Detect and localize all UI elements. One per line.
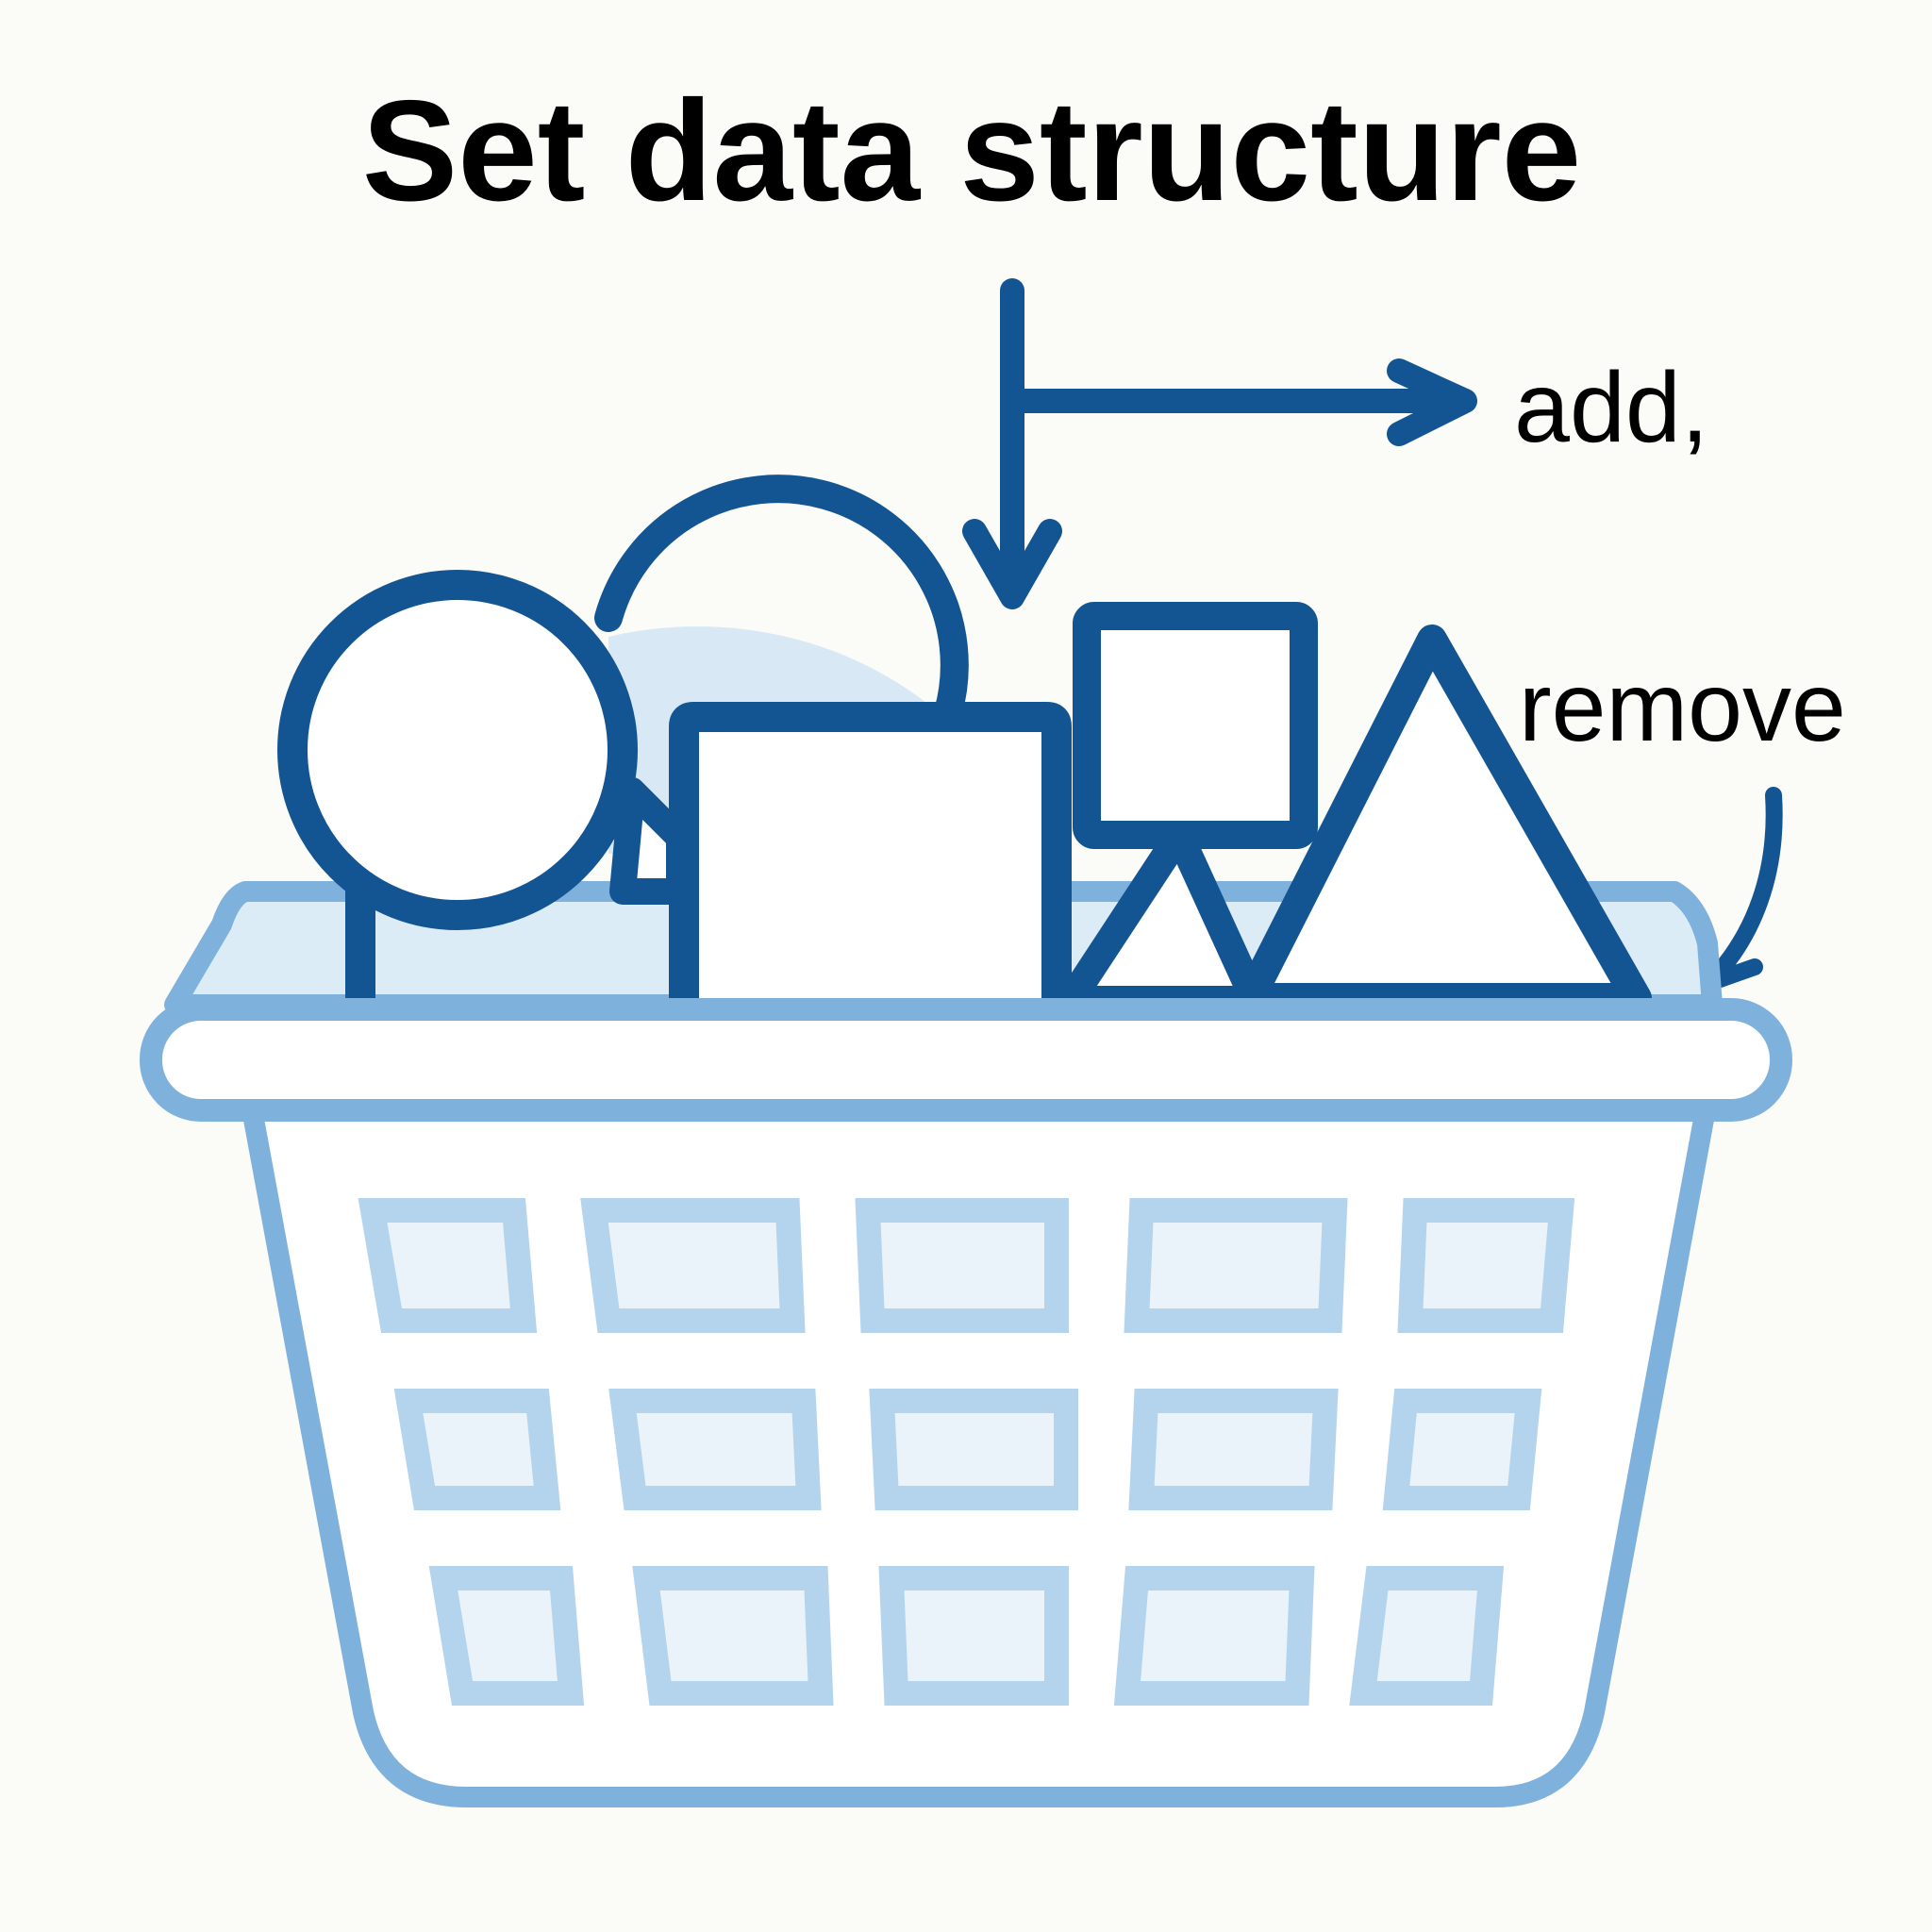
basket-icon [140,998,1792,1807]
add-label: add, [1514,352,1708,463]
page-title: Set data structure [362,71,1581,231]
square-shape [669,702,1072,1005]
small-square-shape [1073,602,1318,849]
add-arrow [962,278,1477,609]
basket-rim [140,998,1792,1122]
circle-shape [277,570,638,930]
remove-label: remove [1519,653,1846,762]
basket-grid [358,1198,1575,1706]
